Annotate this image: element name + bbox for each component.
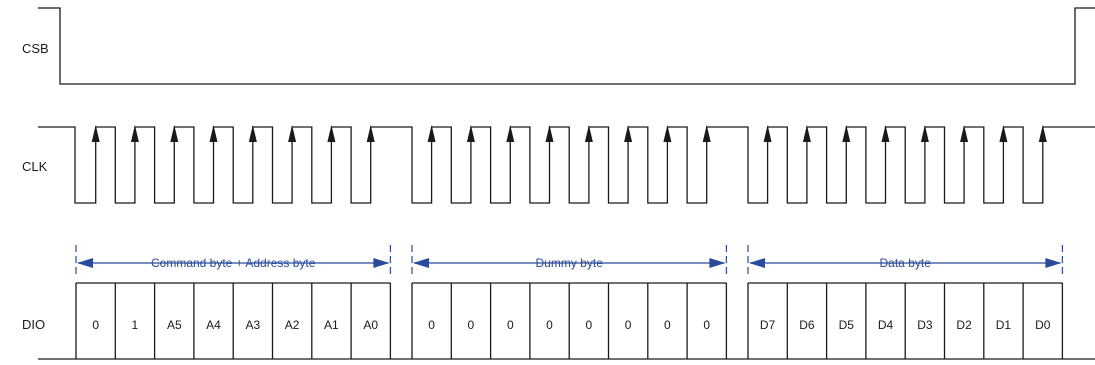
dio-bit-0-0: 0 bbox=[92, 318, 99, 332]
dio-bit-1-4: 0 bbox=[586, 318, 593, 332]
dio-bit-0-4: A3 bbox=[245, 318, 260, 332]
clk-rising-edge-arrows bbox=[91, 125, 1047, 142]
span-arrowhead-left-1 bbox=[413, 258, 429, 268]
dio-bit-2-1: D6 bbox=[799, 318, 815, 332]
span-arrowhead-left-2 bbox=[749, 258, 765, 268]
csb-label: CSB bbox=[22, 41, 49, 56]
clk-rising-edge-arrow-0 bbox=[91, 125, 100, 142]
dio-bit-1-2: 0 bbox=[507, 318, 514, 332]
dio-bit-0-2: A5 bbox=[167, 318, 182, 332]
clk-rising-edge-arrow-17 bbox=[802, 125, 811, 142]
dio-bit-1-7: 0 bbox=[703, 318, 710, 332]
clk-waveform bbox=[38, 126, 1095, 204]
span-arrowhead-right-0 bbox=[373, 258, 390, 268]
span-arrowhead-right-1 bbox=[709, 258, 726, 268]
dio-bit-1-1: 0 bbox=[468, 318, 475, 332]
dio-bit-2-3: D4 bbox=[878, 318, 894, 332]
clk-rising-edge-arrow-23 bbox=[1038, 125, 1047, 142]
dio-bit-2-2: D5 bbox=[839, 318, 855, 332]
clk-rising-edge-arrow-9 bbox=[466, 125, 475, 142]
clk-rising-edge-arrow-3 bbox=[209, 125, 218, 142]
dio-bit-1-3: 0 bbox=[546, 318, 553, 332]
dio-bit-0-1: 1 bbox=[132, 318, 139, 332]
clk-rising-edge-arrow-12 bbox=[584, 125, 593, 142]
clk-rising-edge-arrow-7 bbox=[366, 125, 375, 142]
clk-rising-edge-arrow-21 bbox=[960, 125, 969, 142]
clk-label: CLK bbox=[22, 159, 48, 174]
clk-rising-edge-arrow-8 bbox=[427, 125, 436, 142]
dio-bit-1-0: 0 bbox=[428, 318, 435, 332]
dio-bit-0-7: A0 bbox=[363, 318, 378, 332]
dio-bit-0-6: A1 bbox=[324, 318, 339, 332]
clk-rising-edge-arrow-1 bbox=[130, 125, 139, 142]
clk-rising-edge-arrow-16 bbox=[763, 125, 772, 142]
clk-rising-edge-arrow-6 bbox=[327, 125, 336, 142]
dio-bit-1-5: 0 bbox=[625, 318, 632, 332]
dio-bit-0-5: A2 bbox=[285, 318, 300, 332]
span-arrowhead-right-2 bbox=[1045, 258, 1062, 268]
dio-bit-2-6: D1 bbox=[996, 318, 1012, 332]
clk-rising-edge-arrow-2 bbox=[170, 125, 179, 142]
dio-waveform-group: 0 1 A5 A4 A3 A2 A1 A0 0 0 0 0 0 0 0 0 D7 D6 D5 D4 D3 D2 D1 D0 bbox=[38, 282, 1095, 360]
dio-bit-2-5: D2 bbox=[956, 318, 972, 332]
dio-label: DIO bbox=[22, 317, 45, 332]
dio-bit-1-6: 0 bbox=[664, 318, 671, 332]
clk-rising-edge-arrow-5 bbox=[288, 125, 297, 142]
clk-rising-edge-arrow-19 bbox=[881, 125, 890, 142]
dio-bit-2-4: D3 bbox=[917, 318, 933, 332]
clk-rising-edge-arrow-10 bbox=[506, 125, 515, 142]
dio-bit-2-7: D0 bbox=[1035, 318, 1051, 332]
dio-bit-2-0: D7 bbox=[760, 318, 776, 332]
dio-bit-0-3: A4 bbox=[206, 318, 221, 332]
clk-waveform-group bbox=[38, 126, 1095, 204]
span-arrowhead-left-0 bbox=[77, 258, 93, 268]
clk-rising-edge-arrow-13 bbox=[624, 125, 633, 142]
byte-span-annotations: Command byte + Address byte Dummy byte D… bbox=[75, 245, 1064, 275]
clk-rising-edge-arrow-15 bbox=[702, 125, 711, 142]
clk-rising-edge-arrow-14 bbox=[663, 125, 672, 142]
clk-rising-edge-arrow-20 bbox=[920, 125, 929, 142]
clk-rising-edge-arrow-18 bbox=[842, 125, 851, 142]
csb-waveform bbox=[38, 7, 1095, 85]
clk-rising-edge-arrow-4 bbox=[248, 125, 257, 142]
clk-rising-edge-arrow-11 bbox=[545, 125, 554, 142]
clk-rising-edge-arrow-22 bbox=[999, 125, 1008, 142]
